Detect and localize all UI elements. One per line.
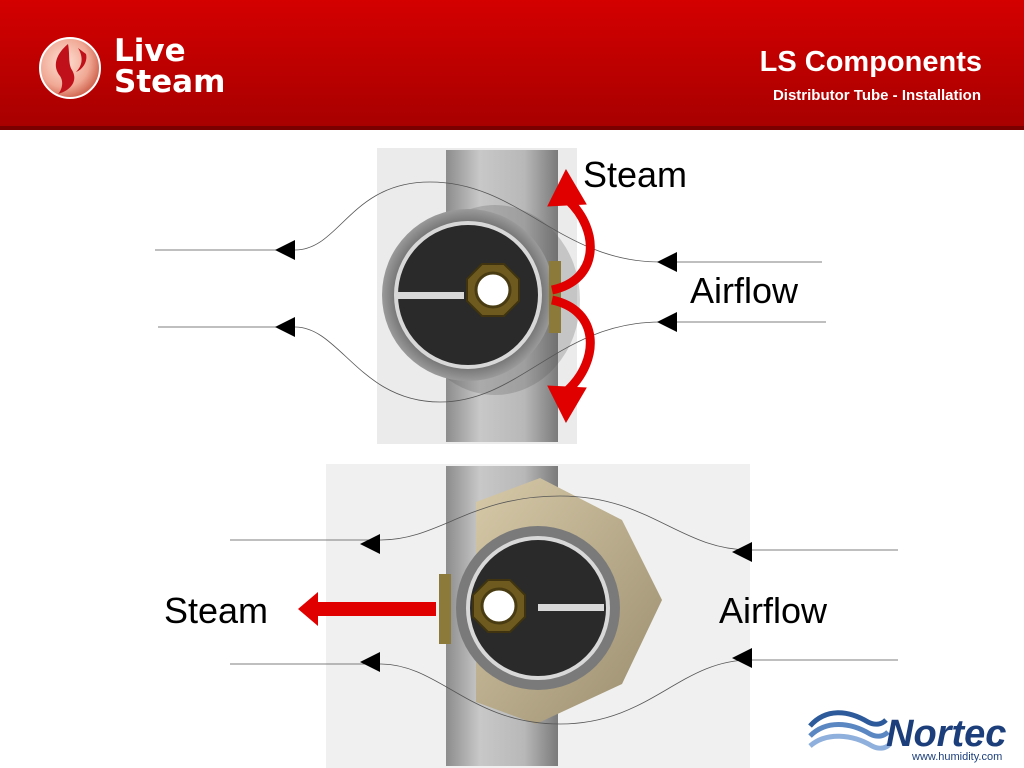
- arrowhead: [732, 648, 752, 668]
- arrowhead: [275, 240, 295, 260]
- steam-arrowhead-up: [547, 168, 587, 207]
- airflow-lines-bottom: [230, 495, 898, 725]
- logo-line1: Live: [114, 33, 186, 69]
- nortec-brand: Nortec: [886, 713, 1006, 755]
- nortec-url: www.humidity.com: [911, 751, 1002, 763]
- bottom-steam-label: Steam: [164, 590, 269, 631]
- nortec-logo: Nortec www.humidity.com: [808, 710, 1006, 763]
- steam-arrow-up: [550, 196, 595, 295]
- arrowhead: [275, 317, 295, 337]
- airflow-arrowheads-bottom: [360, 534, 752, 672]
- steam-arrow-down: [550, 295, 595, 394]
- arrowhead: [657, 312, 677, 332]
- nozzle-bore: [480, 587, 518, 625]
- arrowhead: [360, 652, 380, 672]
- steam-arrow-shaft: [314, 602, 436, 616]
- top-airflow-label: Airflow: [690, 270, 799, 311]
- steam-arrowhead-left: [298, 592, 318, 626]
- airflow-arrowheads-top: [275, 240, 677, 337]
- tube-divider: [398, 292, 464, 299]
- slide-header: Live Steam LS Components Distributor Tub…: [0, 0, 1024, 130]
- arrowhead: [360, 534, 380, 554]
- arrowhead: [657, 252, 677, 272]
- steam-arrowhead-down: [547, 385, 587, 424]
- diagram-perpendicular-installation: [155, 148, 826, 444]
- nozzle-tip: [439, 574, 451, 644]
- steam-arrows-top: [547, 168, 595, 424]
- top-steam-label: Steam: [583, 154, 688, 195]
- nozzle-bore: [474, 271, 512, 309]
- slide-subtitle: Distributor Tube - Installation: [772, 87, 981, 104]
- arrowhead: [732, 542, 752, 562]
- live-steam-logo-text: Live Steam: [114, 36, 225, 98]
- steam-arrow-left: [298, 592, 436, 626]
- tube-divider: [538, 604, 604, 611]
- nortec-wave-icon: [808, 710, 892, 751]
- bottom-airflow-label: Airflow: [719, 590, 828, 631]
- logo-line2: Steam: [114, 64, 226, 100]
- slide-title: LS Components: [759, 46, 982, 78]
- diagram-parallel-installation: [230, 464, 898, 768]
- live-steam-logo-icon: [39, 37, 101, 99]
